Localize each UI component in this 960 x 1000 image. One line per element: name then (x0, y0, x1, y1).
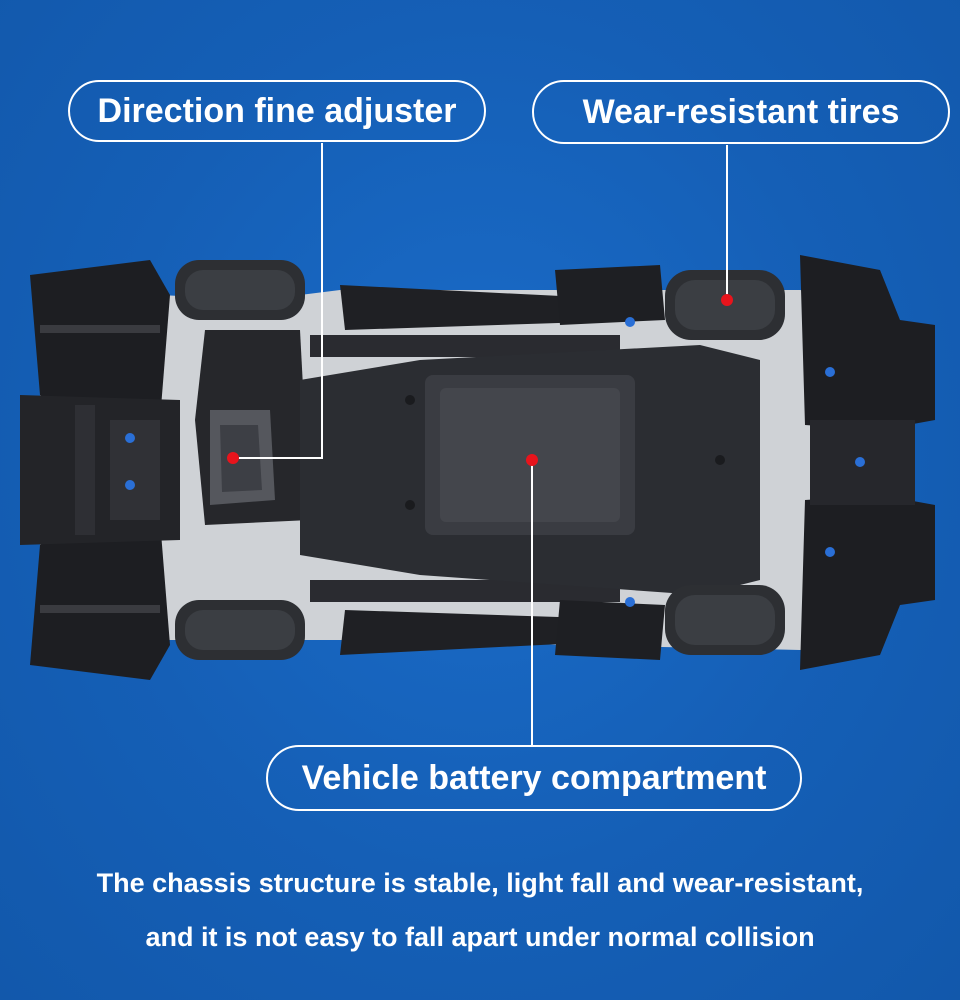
rear-bumper-top (30, 260, 170, 420)
tires-marker (721, 294, 733, 306)
rear-wheel-top (175, 260, 305, 320)
direction-leader-line (233, 143, 323, 459)
rear-bumper-bottom (30, 520, 170, 680)
direction-callout-label: Direction fine adjuster (97, 91, 457, 130)
caption-line-1: The chassis structure is stable, light f… (96, 868, 864, 898)
front-bumper-top (800, 255, 935, 430)
tires-callout: Wear-resistant tires (532, 80, 950, 144)
direction-callout: Direction fine adjuster (68, 80, 486, 142)
front-wheel-bottom (665, 585, 785, 655)
battery-marker (526, 454, 538, 466)
tires-callout-label: Wear-resistant tires (582, 92, 900, 131)
rear-wheel-bottom (175, 600, 305, 660)
caption-line-2: and it is not easy to fall apart under n… (145, 922, 815, 952)
direction-marker (227, 452, 239, 464)
battery-callout: Vehicle battery compartment (266, 745, 802, 811)
battery-callout-label: Vehicle battery compartment (301, 758, 767, 797)
front-bumper-bottom (800, 495, 935, 670)
